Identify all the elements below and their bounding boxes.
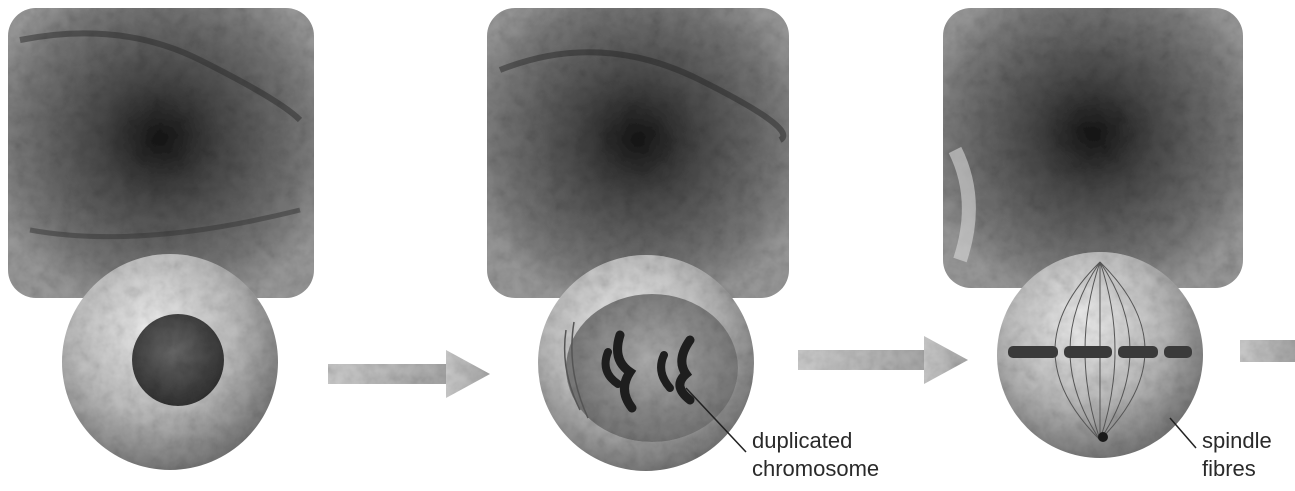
spindle-fibres-label: spindle fibres bbox=[1202, 428, 1278, 481]
stage-panel-3: spindle fibres bbox=[943, 8, 1278, 481]
cell-prophase bbox=[538, 255, 754, 471]
stage-panel-1 bbox=[8, 8, 314, 470]
cell-metaphase bbox=[997, 252, 1203, 458]
micrograph-2 bbox=[487, 8, 789, 298]
stage-panel-2: duplicated chromosome bbox=[487, 8, 879, 481]
arrow-1 bbox=[328, 350, 490, 398]
centrosome bbox=[1098, 432, 1108, 442]
cell-interphase bbox=[62, 254, 278, 470]
micrograph-3 bbox=[943, 8, 1243, 288]
duplicated-chromosome-label: duplicated chromosome bbox=[752, 428, 879, 481]
spindle-leader-line bbox=[1170, 418, 1196, 448]
nucleus bbox=[132, 314, 224, 406]
arrow-3 bbox=[1240, 340, 1295, 362]
arrow-2 bbox=[798, 336, 968, 384]
